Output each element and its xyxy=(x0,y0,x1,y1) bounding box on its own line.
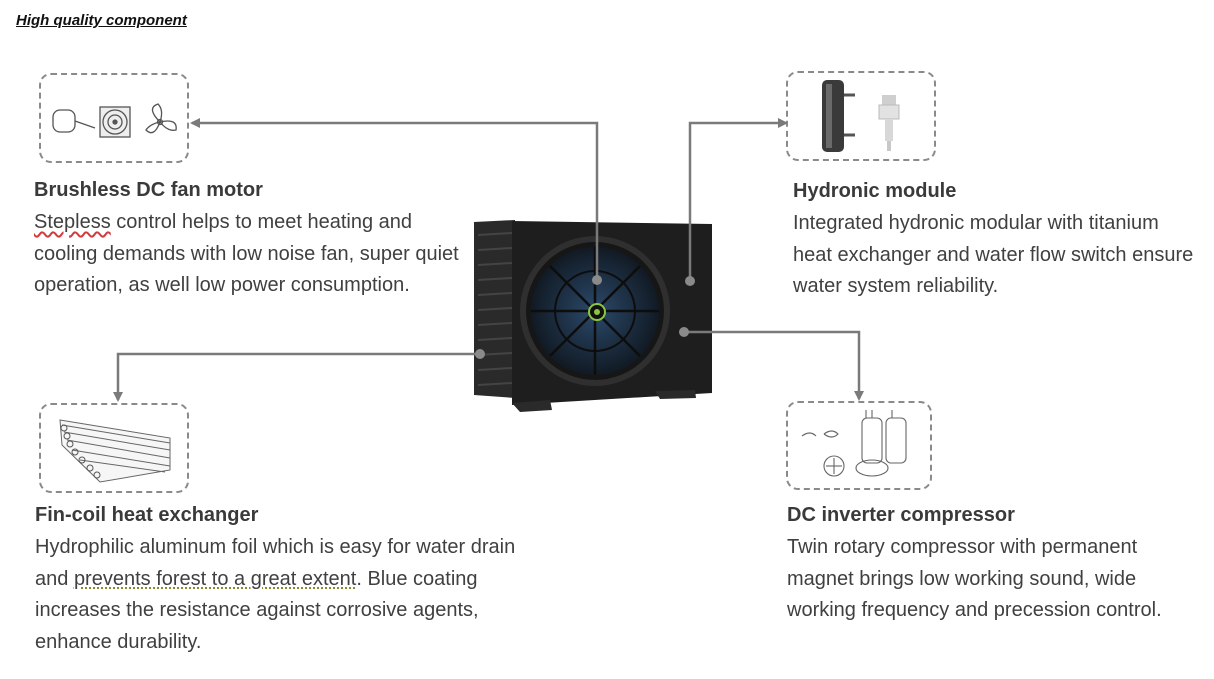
compressor-description: Twin rotary compressor with permanent ma… xyxy=(787,536,1162,621)
compressor-icons xyxy=(801,410,907,477)
fin-coil-icon xyxy=(59,419,171,483)
hydronic-title: Hydronic module xyxy=(793,180,957,202)
fin-coil-description: Hydrophilic aluminum foil which is easy … xyxy=(35,532,535,658)
fan-motor-flagged-word: Stepless xyxy=(34,211,111,233)
fan-motor-title: Brushless DC fan motor xyxy=(34,179,263,201)
page-heading: High quality component xyxy=(16,12,187,29)
fin-coil-desc-part2: . Blue coating increases the resistance … xyxy=(35,567,479,653)
connector-lines xyxy=(113,118,864,402)
hydronic-icons xyxy=(822,80,900,152)
connector-dots xyxy=(475,275,695,359)
fan-motor-icons xyxy=(52,103,177,138)
fan-motor-image-box xyxy=(39,73,189,163)
compressor-image-box xyxy=(786,401,932,490)
fin-coil-desc-part1: Hydrophilic aluminum foil which is easy … xyxy=(35,536,516,590)
fan-motor-desc-text: control helps to meet heating and coolin… xyxy=(34,211,459,296)
compressor-title: DC inverter compressor xyxy=(787,504,1015,526)
hydronic-description: Integrated hydronic modular with titaniu… xyxy=(793,212,1194,297)
fin-coil-flagged-phrase: prevents forest to a great extent xyxy=(73,567,357,590)
fan-motor-description: Stepless control helps to meet heating a… xyxy=(34,207,464,302)
fin-coil-image-box xyxy=(39,403,189,493)
heat-pump-unit-image xyxy=(474,220,712,412)
hydronic-image-box xyxy=(786,71,936,161)
fin-coil-title: Fin-coil heat exchanger xyxy=(35,504,259,526)
